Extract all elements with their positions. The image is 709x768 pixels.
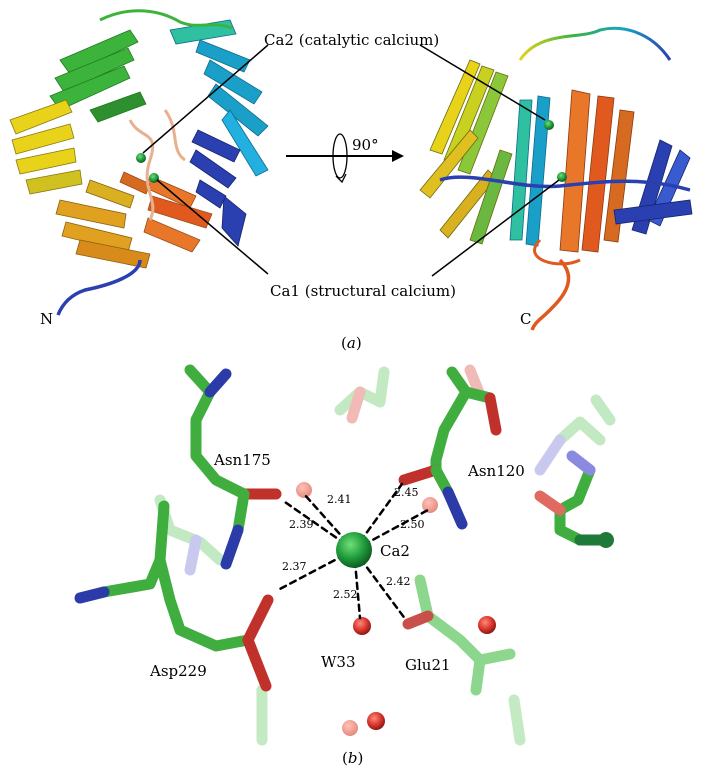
loop-coil: [533, 238, 581, 266]
distance-label: 2.39: [289, 518, 314, 531]
residue-asn120: [398, 366, 502, 530]
n-terminus-label: N: [40, 310, 53, 328]
water-sphere: [367, 712, 385, 730]
water-sphere: [478, 616, 496, 634]
distance-label: 2.42: [386, 575, 411, 588]
residue-asn175: [184, 364, 282, 570]
ca2-label: Ca2 (catalytic calcium): [264, 31, 439, 49]
residue-label-asp229: Asp229: [149, 662, 207, 680]
strands-orange: [559, 89, 635, 253]
leader-ca1-left: [156, 179, 269, 275]
distance-label: 2.41: [327, 493, 352, 506]
propeller-top-view: [9, 9, 269, 316]
blade-yellow: [9, 99, 83, 195]
ca2-sphere: [336, 532, 372, 568]
strands-cyan-teal: [509, 95, 551, 247]
blade-blue: [189, 129, 247, 247]
distance-label: 2.37: [282, 560, 307, 573]
loop-coil: [518, 26, 672, 61]
leader-ca2-right: [419, 44, 546, 121]
blade-green: [49, 29, 147, 123]
water-w33-sphere: [353, 617, 371, 635]
water-sphere: [296, 482, 312, 498]
panel-b: 2.41 2.45 2.39 2.50 2.37 2.42 2.52 Asn17…: [74, 364, 616, 767]
panel-b-label: (b): [342, 749, 363, 767]
residue-neighbor-right: [534, 450, 614, 548]
distance-label: 2.50: [400, 518, 425, 531]
rotation-indicator: 90°: [286, 133, 404, 184]
c-terminal-coil: [530, 258, 571, 331]
residue-glu21: [402, 574, 516, 696]
residue-label-w33: W33: [321, 653, 356, 671]
water-sphere: [422, 497, 438, 513]
leader-ca1-right: [431, 179, 560, 277]
ca1-sphere-left: [149, 173, 159, 183]
strands-yellow-green: [419, 59, 513, 245]
ca2-sphere-right: [544, 120, 554, 130]
residue-label-ca2: Ca2: [380, 542, 410, 560]
rotation-curl-icon: [332, 133, 348, 179]
water-sphere: [342, 720, 358, 736]
panel-a: 90° Ca2 (catalytic calcium) Ca1 (structu…: [9, 9, 693, 352]
loop-coil: [99, 9, 233, 30]
residue-label-glu21: Glu21: [405, 656, 451, 674]
leader-ca2-left: [142, 44, 269, 154]
c-terminus-label: C: [520, 310, 531, 328]
n-terminal-coil: [56, 259, 142, 316]
propeller-side-view: [419, 26, 693, 331]
rotation-label: 90°: [352, 136, 379, 154]
residue-label-asn120: Asn120: [467, 462, 525, 480]
distance-label: 2.52: [333, 588, 358, 601]
distance-label: 2.45: [394, 486, 419, 499]
panel-a-label: (a): [341, 334, 362, 352]
ca2-sphere-left: [136, 153, 146, 163]
residue-asp229: [74, 500, 274, 692]
loop-coil: [163, 109, 186, 162]
ca1-label: Ca1 (structural calcium): [270, 282, 456, 300]
blade-gold: [55, 179, 151, 269]
residue-label-asn175: Asn175: [213, 451, 271, 469]
arrow-head-icon: [392, 150, 404, 162]
curl-arrow-icon: [335, 173, 347, 184]
blade-orange: [119, 171, 213, 253]
strands-blue: [613, 139, 693, 235]
ca1-sphere-right: [557, 172, 567, 182]
loop-coil: [128, 119, 155, 221]
loop-coil: [439, 175, 691, 192]
